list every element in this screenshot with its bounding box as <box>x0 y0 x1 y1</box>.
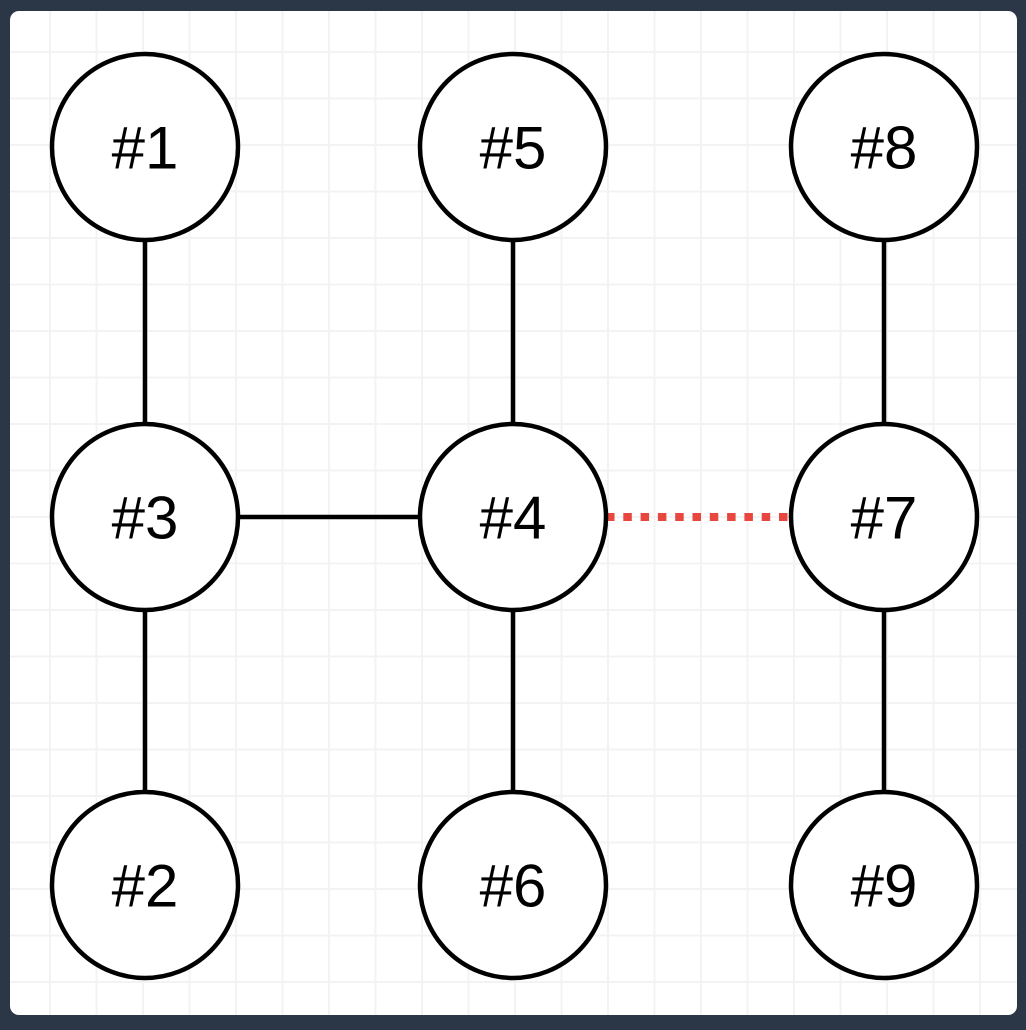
node-8[interactable]: #8 <box>788 51 980 243</box>
node-circle-5[interactable] <box>417 51 609 243</box>
node-label-2: #2 <box>112 853 179 920</box>
node-label-5: #5 <box>480 115 547 182</box>
node-label-4: #4 <box>480 485 547 552</box>
node-1[interactable]: #1 <box>49 51 241 243</box>
node-4[interactable]: #4 <box>417 421 609 613</box>
node-2[interactable]: #2 <box>49 789 241 981</box>
node-3[interactable]: #3 <box>49 421 241 613</box>
node-circle-8[interactable] <box>788 51 980 243</box>
node-7[interactable]: #7 <box>788 421 980 613</box>
node-label-1: #1 <box>112 115 179 182</box>
node-circle-9[interactable] <box>788 789 980 981</box>
node-circle-2[interactable] <box>49 789 241 981</box>
node-6[interactable]: #6 <box>417 789 609 981</box>
node-circle-7[interactable] <box>788 421 980 613</box>
node-circle-3[interactable] <box>49 421 241 613</box>
node-circle-4[interactable] <box>417 421 609 613</box>
node-label-9: #9 <box>851 853 918 920</box>
node-label-8: #8 <box>851 115 918 182</box>
node-5[interactable]: #5 <box>417 51 609 243</box>
node-9[interactable]: #9 <box>788 789 980 981</box>
node-label-6: #6 <box>480 853 547 920</box>
node-circle-6[interactable] <box>417 789 609 981</box>
node-label-7: #7 <box>851 485 918 552</box>
node-circle-1[interactable] <box>49 51 241 243</box>
node-label-3: #3 <box>112 485 179 552</box>
